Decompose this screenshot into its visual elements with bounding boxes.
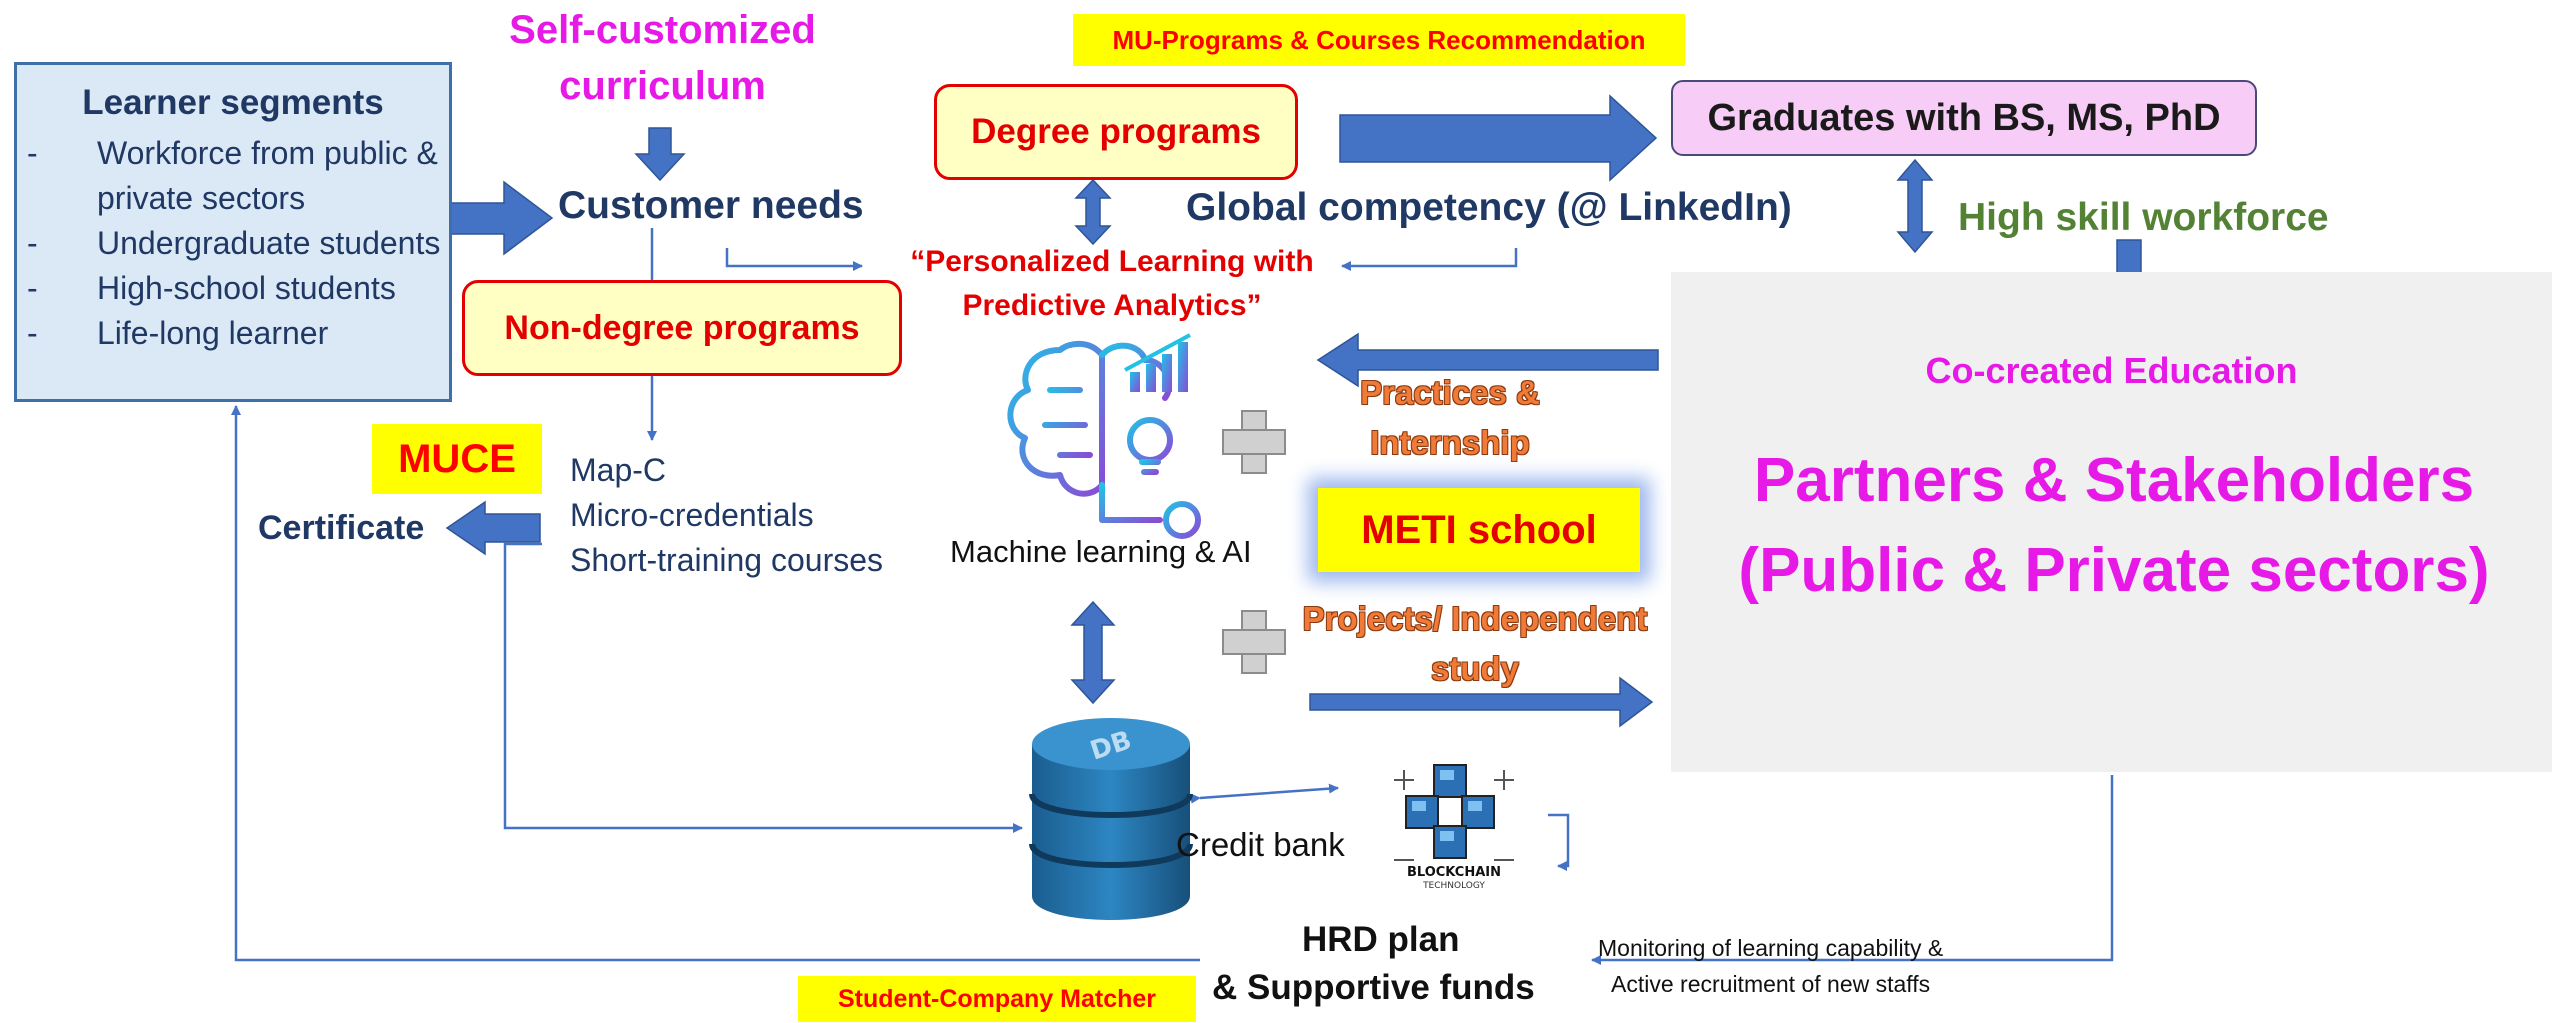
partners-panel <box>1671 272 2552 772</box>
curriculum-to-needs-arrow <box>634 127 686 182</box>
meti-school-badge: METI school <box>1318 488 1640 572</box>
blockchain-icon: BLOCKCHAIN TECHNOLOGY <box>1394 764 1514 890</box>
needs-to-personalized-line <box>725 248 863 271</box>
high-skill-workforce-label: High skill workforce <box>1958 196 2329 239</box>
plus-icon <box>1222 410 1286 474</box>
credit-bank-label: Credit bank <box>1176 826 1345 863</box>
learner-segment-item: -High-school students <box>27 270 396 306</box>
projects-to-partners-arrow <box>1309 676 1654 728</box>
certificate-to-db-line <box>503 542 1023 833</box>
recruitment-line: Active recruitment of new staffs <box>1611 971 1931 997</box>
global-competency-label: Global competency (@ LinkedIn) <box>1186 186 1792 229</box>
ml-db-double-arrow <box>1070 600 1116 705</box>
machine-learning-label: Machine learning & AI <box>950 534 1252 569</box>
to-certificate-arrow <box>445 500 541 556</box>
certificate-label: Certificate <box>258 509 425 547</box>
learner-to-needs-arrow <box>443 180 554 256</box>
competency-to-personalized-line <box>1341 248 1518 271</box>
learner-segments-box: Learner segments -Workforce from public … <box>14 62 452 402</box>
blockchain-right-line <box>1548 813 1570 871</box>
database-icon: DB <box>1029 718 1193 920</box>
non-degree-programs-box: Non-degree programs <box>462 280 902 376</box>
customer-needs-label: Customer needs <box>558 184 864 227</box>
learner-segments-list: -Workforce from public & private sectors… <box>27 131 447 356</box>
co-created-education-label: Co-created Education <box>1925 350 2298 391</box>
degree-personalized-double-arrow <box>1074 178 1112 246</box>
learner-segments-title: Learner segments <box>82 83 384 122</box>
partners-stakeholders-label: Partners & Stakeholders (Public & Privat… <box>1738 446 2490 605</box>
db-creditbank-line <box>1190 783 1339 804</box>
monitoring-label: Monitoring of learning capability & Acti… <box>1598 930 1943 1002</box>
micro-credentials-label: Micro-credentials <box>570 497 814 533</box>
projects-study-label: Projects/ Independent study <box>1302 600 1648 687</box>
hrd-plan-line: HRD plan <box>1302 920 1460 959</box>
brain-analytics-icon <box>1007 333 1201 539</box>
mu-recommendation-banner: MU-Programs & Courses Recommendation <box>1073 14 1685 66</box>
muce-badge: MUCE <box>372 424 542 494</box>
technology-text: TECHNOLOGY <box>1422 881 1485 890</box>
map-c-label: Map-C <box>570 452 667 488</box>
hrd-plan-label: HRD plan & Supportive funds <box>1212 916 1535 1012</box>
graduates-box: Graduates with BS, MS, PhD <box>1671 80 2257 156</box>
learner-segment-item: -Life-long learner <box>27 315 329 351</box>
learner-segment-item: -Workforce from public & private sectors <box>27 135 438 216</box>
learner-segment-item: -Undergraduate students <box>27 225 441 261</box>
degree-to-graduates-arrow <box>1339 94 1658 182</box>
hrd-to-learner-line <box>231 405 1200 962</box>
blockchain-text: BLOCKCHAIN <box>1407 865 1501 880</box>
plus-icon <box>1222 610 1286 674</box>
personalized-learning-label: “Personalized Learning with Predictive A… <box>910 245 1314 322</box>
student-company-matcher-banner: Student-Company Matcher <box>798 976 1196 1022</box>
partners-to-monitoring-line <box>1591 775 2114 965</box>
short-training-label: Short-training courses <box>570 542 884 578</box>
supportive-funds-line: & Supportive funds <box>1212 968 1535 1007</box>
non-degree-offerings: Map-C Micro-credentials Short-training c… <box>570 448 883 583</box>
self-customized-curriculum-label: Self-customized curriculum <box>509 8 816 108</box>
degree-programs-box: Degree programs <box>934 84 1298 180</box>
partners-to-practices-arrow <box>1316 332 1659 388</box>
graduates-highskill-double-arrow <box>1896 158 1934 254</box>
monitoring-line: Monitoring of learning capability & <box>1598 935 1944 961</box>
practices-internship-label: Practices & Internship <box>1360 374 1540 461</box>
